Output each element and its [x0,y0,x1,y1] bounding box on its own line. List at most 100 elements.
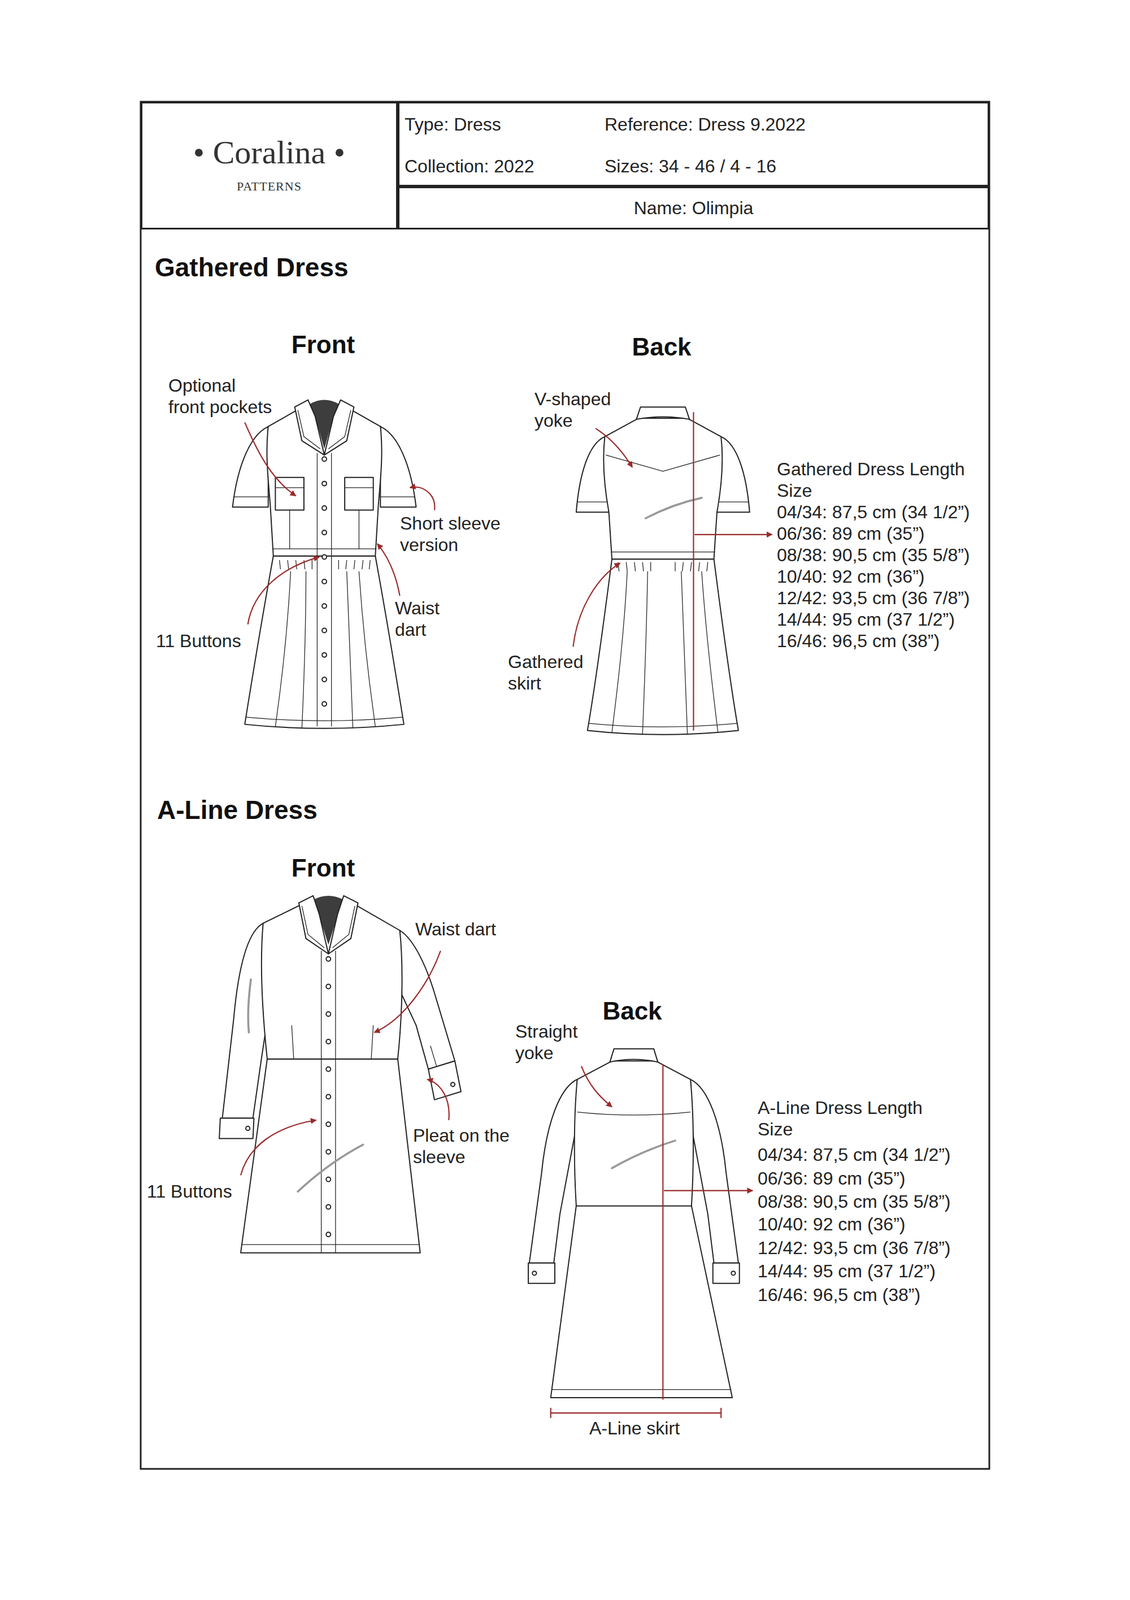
aline-back [552,1388,732,1390]
measure-line [663,1189,753,1191]
size-length: 14/44: 95 cm (37 1/2”) [757,1259,936,1282]
gathered-front [344,487,374,488]
aline-front [240,1058,421,1253]
measure-line [662,1063,664,1400]
aline-front [326,1121,331,1127]
leader-arrow [581,1065,612,1107]
gathered-front [322,603,327,608]
leader-arrow [410,487,436,511]
aline-front [326,1094,331,1099]
gathered-front [297,410,351,450]
gathered-front [233,496,268,497]
gathered-front [275,571,376,729]
gathered-front [344,477,374,511]
size-length: 06/36: 89 cm (35”) [776,522,925,545]
callout-text: Pleat on the sleeve [413,1124,515,1168]
aline-front [326,956,331,962]
aline-front [430,1045,437,1066]
leader-arrow [572,562,620,647]
flat-sketch [219,400,772,1418]
view-heading: Front [291,853,355,883]
aline-back [550,1205,733,1398]
leader-arrow [248,557,320,625]
callout-text: Waist dart [415,918,497,940]
aline-back [690,1079,739,1263]
view-heading: Front [291,329,355,360]
size-length: 10/40: 92 cm (36”) [776,565,925,588]
gathered-back [716,501,749,502]
gathered-front [244,555,404,729]
callout-text: Straight yoke [515,1020,595,1064]
aline-back [529,1079,578,1263]
aline-back [731,1270,736,1275]
callout-text: V-shaped yoke [534,388,631,432]
aline-front [297,1144,364,1192]
callout-text: Gathered skirt [507,650,593,694]
size-length: 16/46: 96,5 cm (38”) [776,629,940,652]
measure-line [694,533,772,536]
length-heading: Gathered Dress Length Size [776,458,975,502]
length-heading: A-Line Dress Length Size [757,1096,956,1140]
gathered-back [603,418,723,559]
page-frame [140,101,990,1469]
logo-cell: • Coralina •PATTERNS [140,101,398,230]
gathered-front [232,426,269,508]
aline-front [326,1149,331,1154]
callout-text: Optional front pockets [168,374,275,418]
aline-back [532,1270,537,1275]
leader-arrow [595,428,633,468]
gathered-front [294,400,325,455]
gathered-front [322,701,327,707]
leader-arrow [374,950,441,1032]
name-cell: Name: Olimpia [397,186,990,230]
aline-back [609,1048,658,1062]
callout-text: 11 Buttons [155,629,242,652]
size-length: 14/44: 95 cm (37 1/2”) [776,608,955,630]
gathered-front [279,559,371,569]
view-heading: Back [602,996,662,1026]
gathered-front [275,487,304,488]
gathered-front [316,452,332,727]
gathered-front [322,628,327,633]
size-length: 10/40: 92 cm (36”) [757,1213,906,1235]
gathered-front [322,505,327,511]
aline-back [713,1262,740,1284]
gathered-back [618,562,708,572]
measure-line [550,411,773,1418]
aline-front [326,1176,331,1182]
aline-front [328,895,358,954]
gathered-front [324,400,354,455]
aline-front [321,950,336,1253]
gathered-back [587,558,739,734]
gathered-front [322,652,327,658]
aline-back [611,1140,676,1168]
aline-front [245,1126,250,1130]
gathered-front [322,579,327,584]
spec-field: Sizes: 34 - 46 / 4 - 16 [604,155,777,177]
measure-line [550,1407,721,1418]
aline-back [528,1048,740,1398]
dimension-label: A-Line skirt [589,1417,680,1439]
aline-front [291,1024,373,1059]
size-length: 08/38: 90,5 cm (35 5/8”) [776,544,971,566]
leader-arrow [427,1079,449,1120]
aline-back [574,1060,694,1206]
pattern-name: Name: Olimpia [633,197,754,219]
aline-front [222,923,268,1119]
info-cell: Type: DressReference: Dress 9.2022Collec… [397,101,990,187]
size-length: 04/34: 87,5 cm (34 1/2”) [757,1143,951,1166]
brand-name: • Coralina • [193,133,346,172]
aline-back [577,1111,691,1115]
gathered-front [322,456,327,462]
gathered-back [610,551,715,553]
gathered-front [322,529,327,535]
size-length: 06/36: 89 cm (35”) [757,1167,906,1189]
gathered-back [577,501,610,502]
gathered-front [380,496,415,497]
aline-front [450,1081,455,1086]
aline-front [298,895,329,954]
callout-text: Short sleeve version [400,512,514,556]
size-length: 12/42: 93,5 cm (36 7/8”) [776,587,971,609]
aline-front [219,1117,254,1138]
leader-arrow [240,1119,317,1175]
